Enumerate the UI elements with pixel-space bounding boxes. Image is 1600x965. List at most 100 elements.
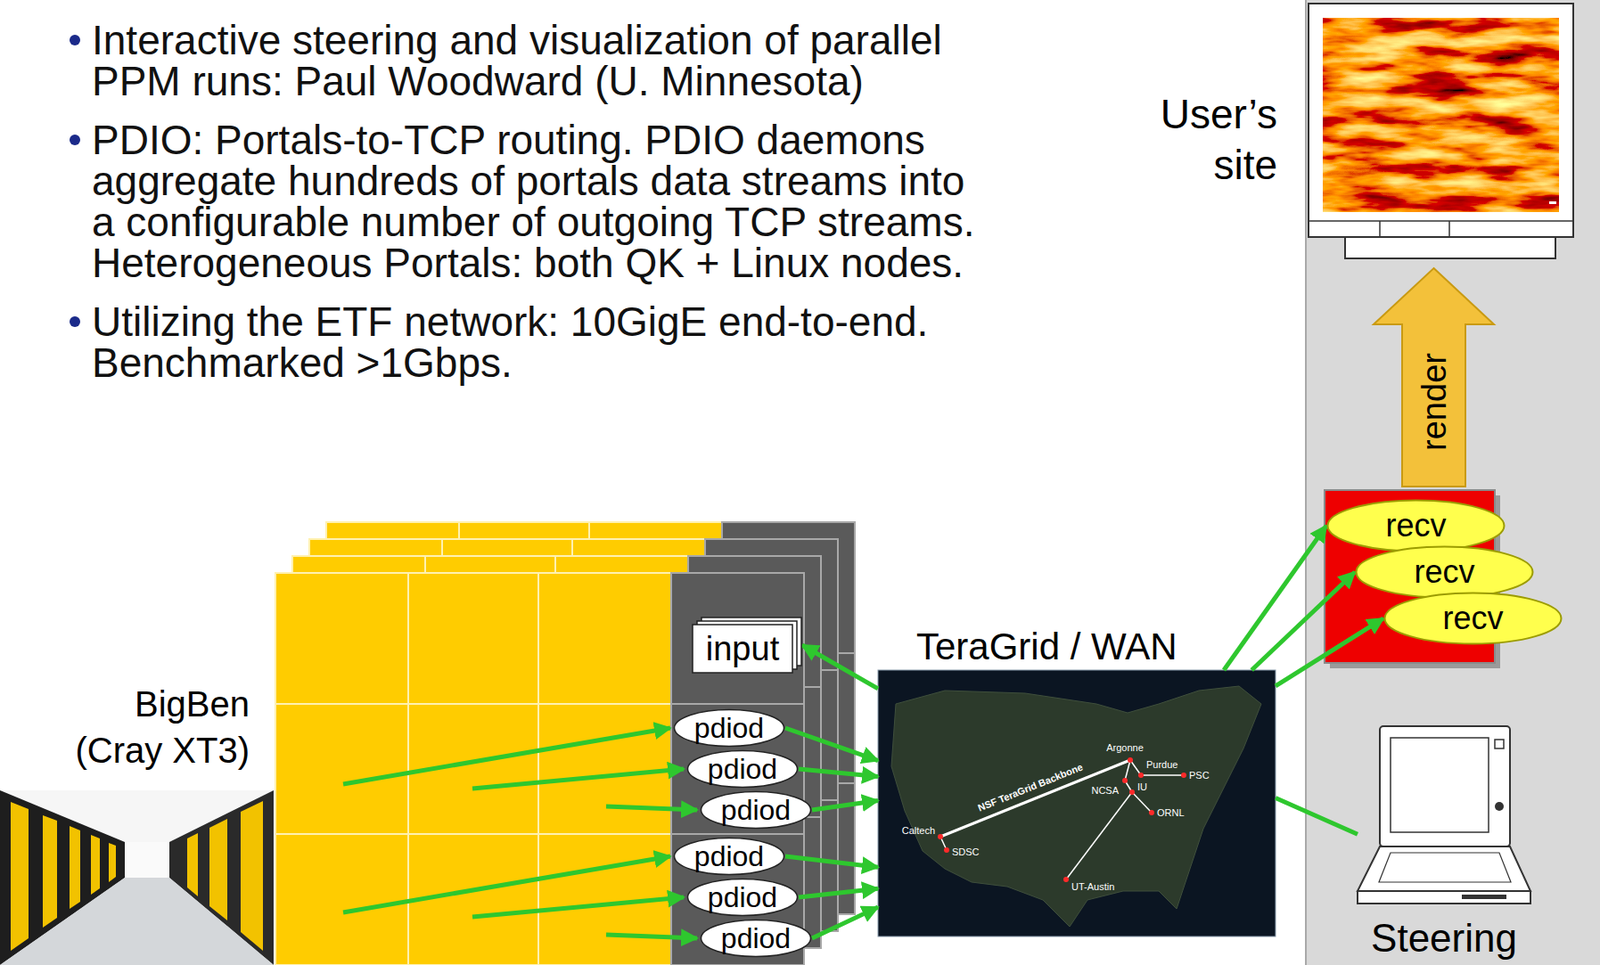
steering-laptop: Steering [1357, 726, 1531, 907]
data-stream-arrow [812, 907, 878, 939]
portals-stream-arrow [606, 935, 698, 939]
pdiod-daemon: pdiod [699, 790, 813, 830]
data-stream-arrow [1251, 572, 1355, 671]
data-stream-arrow [785, 856, 878, 868]
node-label: pdiod [707, 753, 778, 786]
pdiod-daemon: pdiod [672, 836, 786, 877]
block-arrow [1373, 268, 1494, 487]
monitor-stand [1345, 237, 1556, 259]
bullet-text: Utilizing the ETF network: 10GigE end-to… [91, 301, 988, 384]
pdiod-ellipse [674, 838, 785, 876]
pdiod-daemon: pdiod [672, 708, 786, 748]
node-label: TeraGrid / WAN [916, 625, 1177, 669]
recv-process: recv [1383, 591, 1563, 646]
laptop-front [1357, 891, 1531, 904]
monitor-bezel-line [1448, 221, 1451, 238]
site-dot [943, 847, 950, 854]
city-label: SDSC [951, 846, 980, 859]
monitor-mark [1549, 201, 1557, 205]
data-stream-arrow [1275, 618, 1384, 687]
backbone-line [940, 760, 1131, 837]
data-stream-arrow [798, 888, 878, 898]
node-grid-layer [275, 573, 805, 965]
network-link [1132, 792, 1152, 813]
cabinet-panel [240, 801, 263, 952]
node-label: render [1415, 352, 1453, 452]
photo-end-wall [124, 842, 170, 878]
laptop-screen [1390, 738, 1489, 833]
cabinet-panel [42, 815, 58, 928]
laptop-button [1494, 739, 1504, 749]
network-link [1066, 792, 1133, 880]
laptop-keyboard [1378, 853, 1511, 883]
recv-ellipse [1356, 547, 1534, 599]
laptop-lid [1379, 726, 1510, 847]
node-label: recv [1442, 600, 1503, 637]
city-label: Argonne [1106, 742, 1144, 755]
data-stream-arrow [802, 645, 878, 690]
data-stream-arrow [1275, 798, 1358, 836]
site-dot [937, 834, 944, 840]
us-landmass [891, 686, 1262, 928]
city-label: IU [1137, 781, 1148, 794]
pdiod-ellipse [674, 710, 785, 747]
bullet-dot [69, 316, 81, 328]
data-stream-arrow [812, 801, 878, 811]
data-stream-arrow [798, 769, 878, 778]
laptop-base [1357, 846, 1531, 892]
site-dot [1181, 772, 1187, 779]
supercomputer-grid: inputpdiodpdiodpdiodpdiodpdiodpdiodBigBe… [275, 573, 805, 965]
bullet-dot [69, 134, 81, 146]
node-label: BigBen (Cray XT3) [53, 681, 250, 774]
pdiod-daemon: pdiod [686, 877, 799, 918]
site-dot [1063, 877, 1069, 883]
portals-stream-arrow [606, 806, 698, 811]
city-label: UT-Austin [1071, 881, 1115, 894]
city-label: NCSA [1091, 785, 1119, 797]
wan-map: TeraGrid / WAN [877, 670, 1276, 937]
site-dot [1127, 757, 1133, 764]
pdiod-ellipse [688, 751, 798, 788]
pdiod-daemon: pdiod [686, 749, 799, 789]
map-background [877, 670, 1276, 937]
node-label: recv [1413, 554, 1475, 591]
render-arrow: render [1372, 267, 1495, 488]
cabinet-panel [69, 826, 81, 910]
node-label: recv [1385, 508, 1446, 544]
pdiod-daemon: pdiod [699, 918, 813, 959]
recv-process: recv [1354, 545, 1535, 599]
recv-ellipse [1385, 593, 1562, 645]
monitor-bezel-line [1308, 220, 1574, 222]
recv-process: recv [1326, 499, 1506, 553]
laptop-button [1494, 802, 1504, 812]
city-label: ORNL [1156, 807, 1185, 820]
backbone-label: NSF TeraGrid Backbone [976, 761, 1084, 814]
monitor-frame [1308, 3, 1574, 238]
bullet-text: Interactive steering and visualization o… [91, 19, 988, 102]
node-label: Steering [1370, 917, 1518, 960]
monitor-screen [1322, 17, 1559, 213]
site-dot [1148, 810, 1155, 816]
city-label: Purdue [1146, 759, 1178, 772]
user-site-panel [1305, 0, 1600, 965]
input-document: input [691, 616, 803, 674]
node-label: pdiod [721, 794, 791, 827]
pdiod-ellipse [688, 879, 798, 917]
node-label: User’s site [1143, 89, 1278, 191]
node-label: pdiod [694, 712, 764, 745]
portals-stream-arrow [472, 769, 684, 789]
cabinet-panel [10, 802, 29, 952]
city-label: PSC [1189, 770, 1210, 782]
pdiod-ellipse [701, 792, 812, 829]
node-label: pdiod [721, 922, 791, 955]
fire-visualization [1322, 17, 1559, 213]
machine-room-photo [0, 790, 274, 965]
bullet-dot [69, 34, 81, 46]
node-label: pdiod [694, 840, 764, 873]
node-label: pdiod [707, 881, 778, 914]
display-monitor: User’s site [1308, 1, 1574, 261]
city-label: Caltech [902, 825, 936, 837]
site-dot [1122, 778, 1128, 784]
site-dot [1138, 772, 1144, 779]
data-stream-arrow [785, 728, 878, 762]
